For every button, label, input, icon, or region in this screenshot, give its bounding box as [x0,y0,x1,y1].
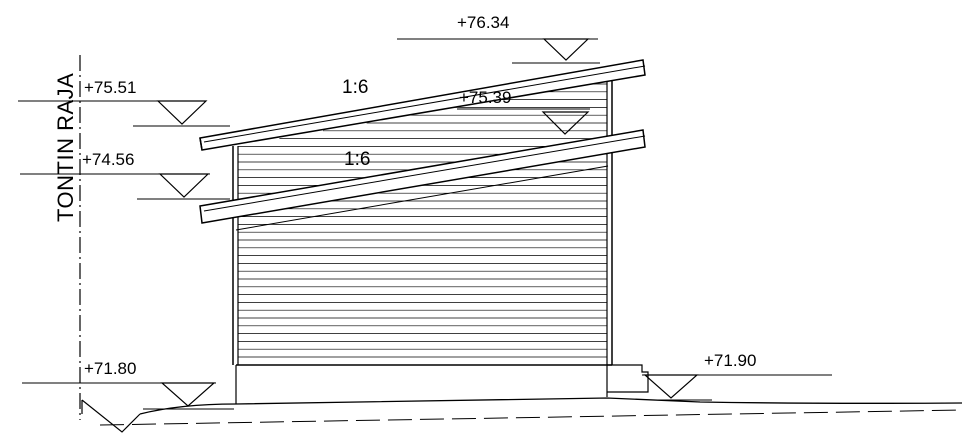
slope-label-upper-roof: 1:6 [342,77,368,98]
terrain [81,397,963,433]
level-label-roof-top: +76.34 [457,13,509,32]
level-marker-mid-eave: +75.39 [457,88,590,135]
level-label-lower-roof-left: +74.56 [82,150,134,169]
level-marker-ground-right: +71.90 [642,351,832,401]
property-line-label: TONTIN RAJA [53,73,78,222]
level-marker-upper-roof-left: +75.51 [18,78,230,127]
level-label-mid-eave: +75.39 [459,88,511,107]
level-label-upper-roof-left: +75.51 [84,78,136,97]
upper-roof [199,59,646,151]
level-marker-roof-top: +76.34 [397,13,600,64]
level-label-ground-left: +71.80 [84,359,136,378]
level-label-ground-right: +71.90 [704,351,756,370]
lower-roof [199,129,646,231]
level-marker-lower-roof-left: +74.56 [20,150,230,200]
slope-label-lower-roof: 1:6 [344,149,370,170]
foundation [235,364,649,404]
level-marker-ground-left: +71.80 [22,359,234,410]
